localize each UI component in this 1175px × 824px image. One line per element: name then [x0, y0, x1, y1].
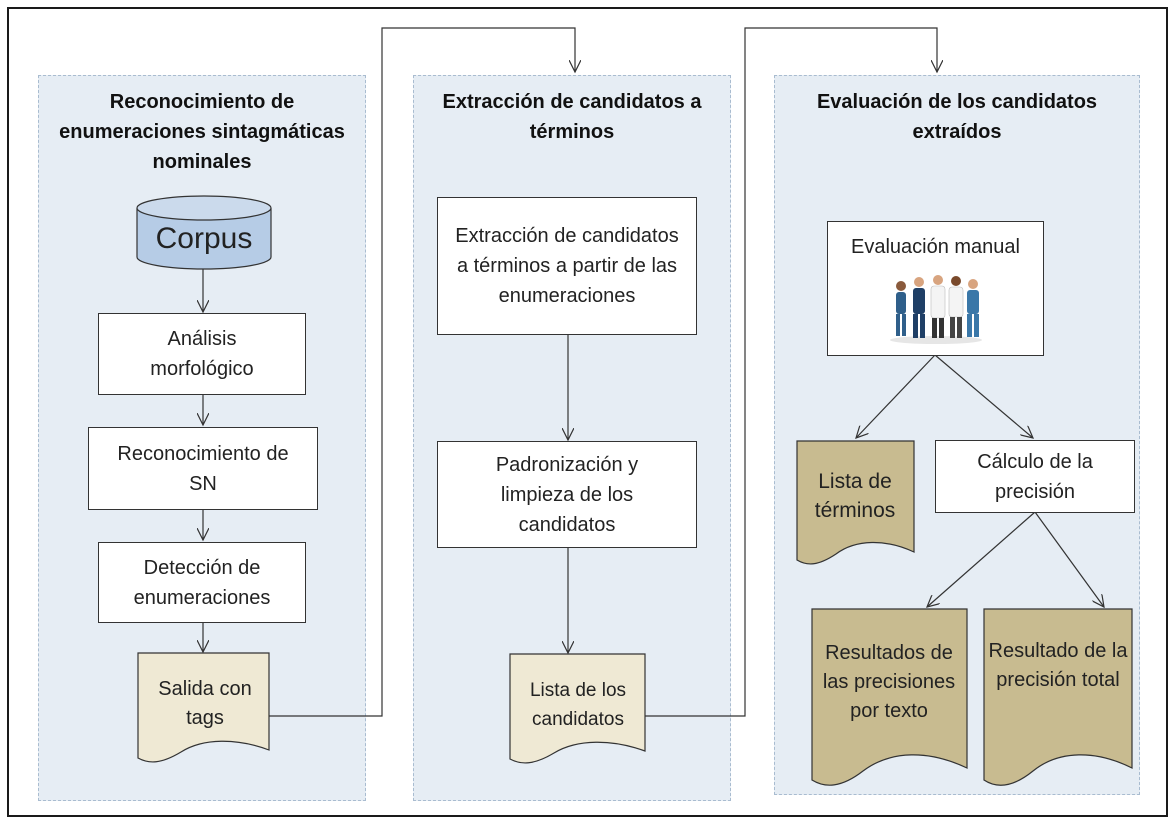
doc-resultados-por-texto [811, 608, 968, 786]
evaluacion-manual-label: Evaluación manual [851, 236, 1020, 258]
panel-title-evaluacion: Evaluación de los candidatos extraídos [816, 91, 1098, 143]
lista-terminos-label: Lista de términos [814, 470, 896, 522]
box-reconocimiento-sn: Reconocimiento de SN [88, 427, 318, 510]
doc-resultado-total [983, 608, 1133, 786]
panel-title-reconocimiento: Reconocimiento de enumeraciones sintagmá… [59, 91, 345, 173]
box-evaluacion-manual: Evaluación manual [827, 221, 1044, 356]
arrow-calculo-resultado-total [1034, 511, 1104, 607]
diagram-frame [7, 7, 1168, 817]
corpus-label: Corpus [155, 222, 253, 255]
arrow-evaluacion-calculo [934, 354, 1033, 438]
doc-lista-candidatos [509, 653, 646, 764]
arrow-calculo-resultados-texto [927, 511, 1036, 607]
box-calculo-precision: Cálculo de la precisión [935, 440, 1135, 513]
lista-candidatos-label: Lista de los candidatos [529, 680, 627, 730]
arrow-evaluacion-lista-terminos [856, 354, 936, 438]
doc-lista-terminos [796, 440, 915, 565]
corpus-cylinder [136, 195, 272, 270]
box-deteccion-enumeraciones: Detección de enumeraciones [98, 542, 306, 623]
panel-title-extraccion: Extracción de candidatos a términos [442, 91, 702, 143]
resultado-total-label: Resultado de la precisión total [988, 640, 1128, 691]
arrow-lista-evaluacion [645, 27, 937, 717]
evaluators-people-icon [889, 275, 982, 344]
salida-label: Salida con tags [158, 678, 252, 729]
arrow-salida-extraccion [268, 27, 575, 717]
box-extraccion-candidatos: Extracción de candidatos a términos a pa… [437, 197, 697, 335]
box-analisis-morfologico: Análisis morfológico [98, 313, 306, 395]
doc-salida-con-tags [137, 652, 270, 763]
resultados-por-texto-label: Resultados de las precisiones por texto [822, 641, 956, 722]
box-padronizacion: Padronización y limpieza de los candidat… [437, 441, 697, 548]
